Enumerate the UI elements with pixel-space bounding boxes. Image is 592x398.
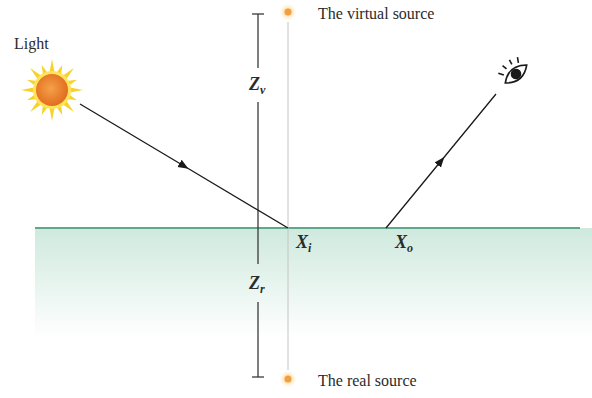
source-label: The real source bbox=[318, 371, 417, 391]
virtual-source bbox=[285, 9, 292, 16]
water-body bbox=[35, 228, 592, 338]
real-source bbox=[285, 376, 292, 383]
virtual-source-glow bbox=[279, 3, 297, 21]
dimension-label: Zr bbox=[249, 273, 265, 299]
source-label: The virtual source bbox=[318, 4, 434, 24]
source-label: Light bbox=[14, 34, 49, 54]
point-label: Xo bbox=[395, 232, 413, 258]
incident-ray bbox=[80, 104, 288, 228]
dimension-label: Zv bbox=[249, 74, 265, 100]
real-source-glow bbox=[279, 370, 297, 388]
reflected-ray bbox=[386, 94, 496, 228]
eye-symbol bbox=[496, 54, 531, 88]
normal-line bbox=[288, 22, 289, 370]
point-label: Xi bbox=[296, 232, 311, 258]
sun-symbol bbox=[21, 59, 83, 121]
dimension-bar bbox=[252, 14, 264, 377]
water-surface bbox=[35, 227, 580, 229]
